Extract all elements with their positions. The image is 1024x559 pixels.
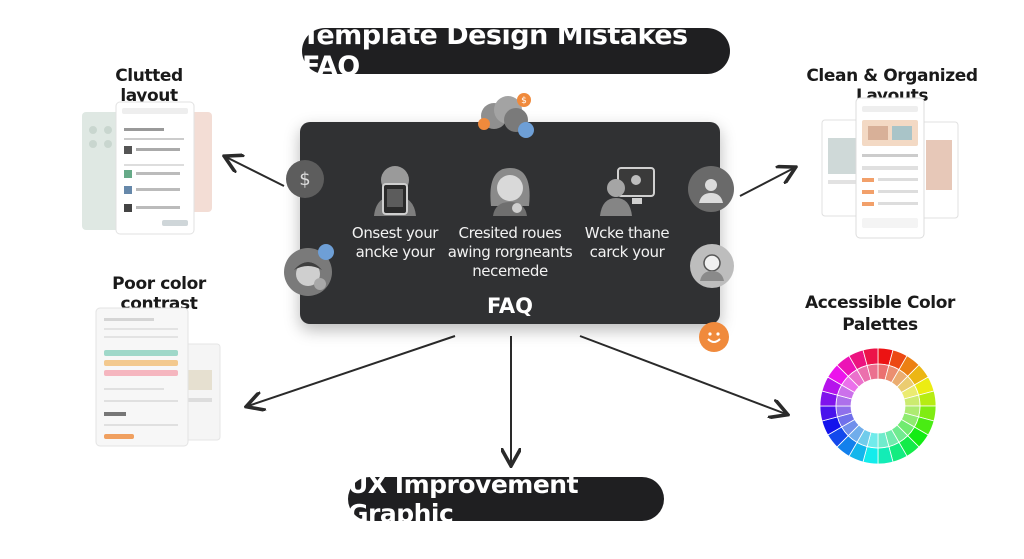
poor-contrast-thumbnail [95, 307, 221, 447]
tablet-user-icon [374, 166, 416, 216]
accessible-color-wheel [819, 347, 937, 465]
color-wheel-center [851, 379, 905, 433]
title-pill: Template Design Mistakes FAQ [302, 20, 730, 82]
cluttered-layout-thumbnail [82, 101, 212, 235]
label-cluttered-layout: Clutted layout [115, 66, 183, 106]
arrow-to-palette [579, 335, 786, 414]
bottom-pill: UX Improvement Graphic [348, 470, 664, 528]
woman-profile-icon [690, 244, 734, 288]
dollar-person-icon: $ [286, 160, 324, 198]
blue-dot-icon [318, 244, 334, 260]
smiley-icon [699, 322, 729, 352]
faq-column-1: Onsest your ancke your [330, 162, 460, 262]
label-accessible-line-1: Accessible Color [805, 293, 955, 313]
faq-column-1-text: Onsest your ancke your [351, 224, 439, 261]
bottom-label: UX Improvement Graphic [348, 470, 579, 528]
faq-column-2-text: Cresited roues awing rorgneants necemede [447, 224, 573, 280]
computer-user-icon [600, 167, 655, 216]
faq-column-3: Wcke thane carck your [562, 162, 692, 262]
arrow-to-cluttered [226, 157, 285, 187]
clean-layouts-thumbnail [821, 97, 959, 239]
faq-column-3-text: Wcke thane carck your [584, 224, 670, 261]
arrow-to-contrast [248, 335, 456, 406]
faq-column-2: Cresited roues awing rorgneants necemede [445, 162, 575, 281]
faq-label: FAQ [486, 294, 534, 318]
faq-board: Onsest your ancke your Cresited roues aw… [300, 122, 720, 324]
svg-text:$: $ [299, 169, 310, 190]
label-accessible-line-2: Palettes [842, 315, 918, 335]
label-accessible-palettes: Accessible Color Palettes [800, 292, 960, 336]
svg-text:$: $ [521, 96, 527, 106]
cloud-group-icon: $ [478, 93, 536, 138]
page-title: Template Design Mistakes FAQ [302, 20, 688, 82]
woman-avatar-icon [490, 168, 530, 216]
sun-person-icon [688, 166, 734, 212]
arrow-to-clean [739, 168, 794, 197]
